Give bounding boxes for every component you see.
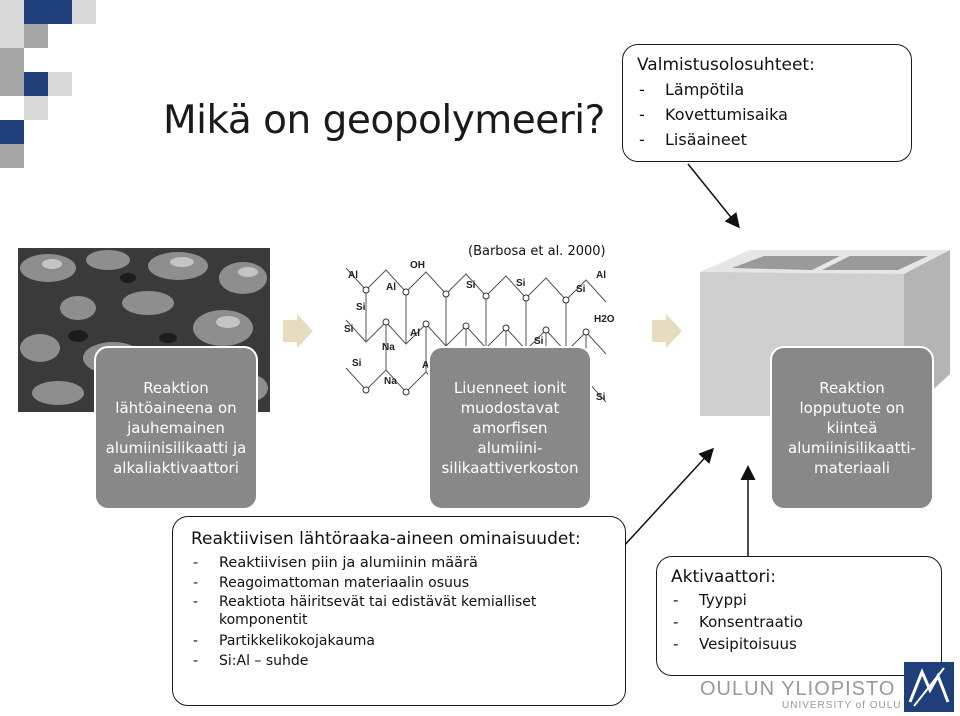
atom-label: H2O bbox=[594, 314, 615, 325]
atom-label: Si bbox=[576, 284, 586, 295]
atom-label: Al bbox=[596, 270, 606, 281]
atom-label: OH bbox=[410, 260, 425, 271]
atom-label: Na bbox=[384, 376, 397, 387]
conditions-callout: Valmistusolosuhteet: Lämpötila Kovettumi… bbox=[622, 44, 912, 162]
corner-square bbox=[0, 0, 24, 24]
corner-square bbox=[0, 24, 24, 48]
process-box-text: Reaktion lopputuote on kiinteä alumiinis… bbox=[788, 379, 916, 477]
list-item: Reaktiota häiritsevät tai edistävät kemi… bbox=[191, 593, 607, 629]
list-item: Partikkelikokojakauma bbox=[191, 631, 607, 651]
activator-heading: Aktivaattori: bbox=[671, 567, 776, 587]
list-item: Konsentraatio bbox=[671, 611, 927, 633]
atom-label: Al bbox=[410, 328, 420, 339]
process-box-text: Liuenneet ionit muodostavat amorfisen al… bbox=[441, 379, 579, 477]
university-logo-icon bbox=[904, 662, 954, 712]
atom-label: Al bbox=[348, 270, 358, 281]
list-item: Tyyppi bbox=[671, 589, 927, 611]
university-name-en: UNIVERSITY of OULU bbox=[782, 700, 902, 711]
atom-label: Si bbox=[534, 336, 544, 347]
list-item: Lämpötila bbox=[637, 77, 897, 102]
arrow-conditions-to-block bbox=[687, 163, 740, 229]
conditions-heading: Valmistusolosuhteet: bbox=[637, 55, 815, 75]
corner-square bbox=[24, 96, 48, 120]
atom-label: Si bbox=[356, 302, 366, 313]
raw-material-list: Reaktiivisen piin ja alumiinin määrä Rea… bbox=[191, 553, 607, 671]
corner-square bbox=[0, 144, 24, 168]
corner-square bbox=[24, 72, 48, 96]
atom-label: Si bbox=[344, 324, 354, 335]
university-name: OULUN YLIOPISTO bbox=[700, 678, 896, 700]
atom-label: Si bbox=[516, 278, 526, 289]
raw-material-callout: Reaktiivisen lähtöraaka-aineen ominaisuu… bbox=[172, 516, 626, 706]
list-item: Lisäaineet bbox=[637, 127, 897, 152]
corner-square bbox=[24, 24, 48, 48]
arrow-raw-to-block bbox=[621, 447, 715, 549]
process-box-middle: Liuenneet ionit muodostavat amorfisen al… bbox=[428, 346, 592, 510]
raw-material-heading: Reaktiivisen lähtöraaka-aineen ominaisuu… bbox=[191, 529, 581, 549]
list-item: Kovettumisaika bbox=[637, 102, 897, 127]
chevron-right-icon bbox=[283, 314, 313, 348]
list-item: Si:Al – suhde bbox=[191, 651, 607, 671]
atom-label: Si bbox=[352, 358, 362, 369]
process-box-end: Reaktion lopputuote on kiinteä alumiinis… bbox=[770, 346, 934, 510]
corner-square bbox=[24, 0, 48, 24]
corner-square bbox=[0, 48, 24, 72]
corner-square bbox=[48, 72, 72, 96]
process-box-start: Reaktion lähtöaineena on jauhemainen alu… bbox=[94, 346, 258, 510]
atom-label: Si bbox=[596, 392, 606, 403]
corner-square bbox=[48, 0, 72, 24]
conditions-list: Lämpötila Kovettumisaika Lisäaineet bbox=[637, 77, 897, 152]
activator-list: Tyyppi Konsentraatio Vesipitoisuus bbox=[671, 589, 927, 655]
list-item: Reagoimattoman materiaalin osuus bbox=[191, 573, 607, 593]
corner-square bbox=[0, 120, 24, 144]
atom-label: Al bbox=[422, 360, 432, 371]
atom-label: Al bbox=[386, 282, 396, 293]
activator-callout: Aktivaattori: Tyyppi Konsentraatio Vesip… bbox=[656, 556, 942, 676]
citation: (Barbosa et al. 2000) bbox=[466, 244, 608, 259]
slide-title: Mikä on geopolymeeri? bbox=[163, 98, 605, 143]
list-item: Vesipitoisuus bbox=[671, 633, 927, 655]
corner-square bbox=[72, 0, 96, 24]
corner-square bbox=[0, 72, 24, 96]
atom-label: Na bbox=[382, 342, 395, 353]
chevron-right-icon bbox=[652, 314, 682, 348]
atom-label: Si bbox=[466, 280, 476, 291]
list-item: Reaktiivisen piin ja alumiinin määrä bbox=[191, 553, 607, 573]
process-box-text: Reaktion lähtöaineena on jauhemainen alu… bbox=[105, 379, 247, 477]
